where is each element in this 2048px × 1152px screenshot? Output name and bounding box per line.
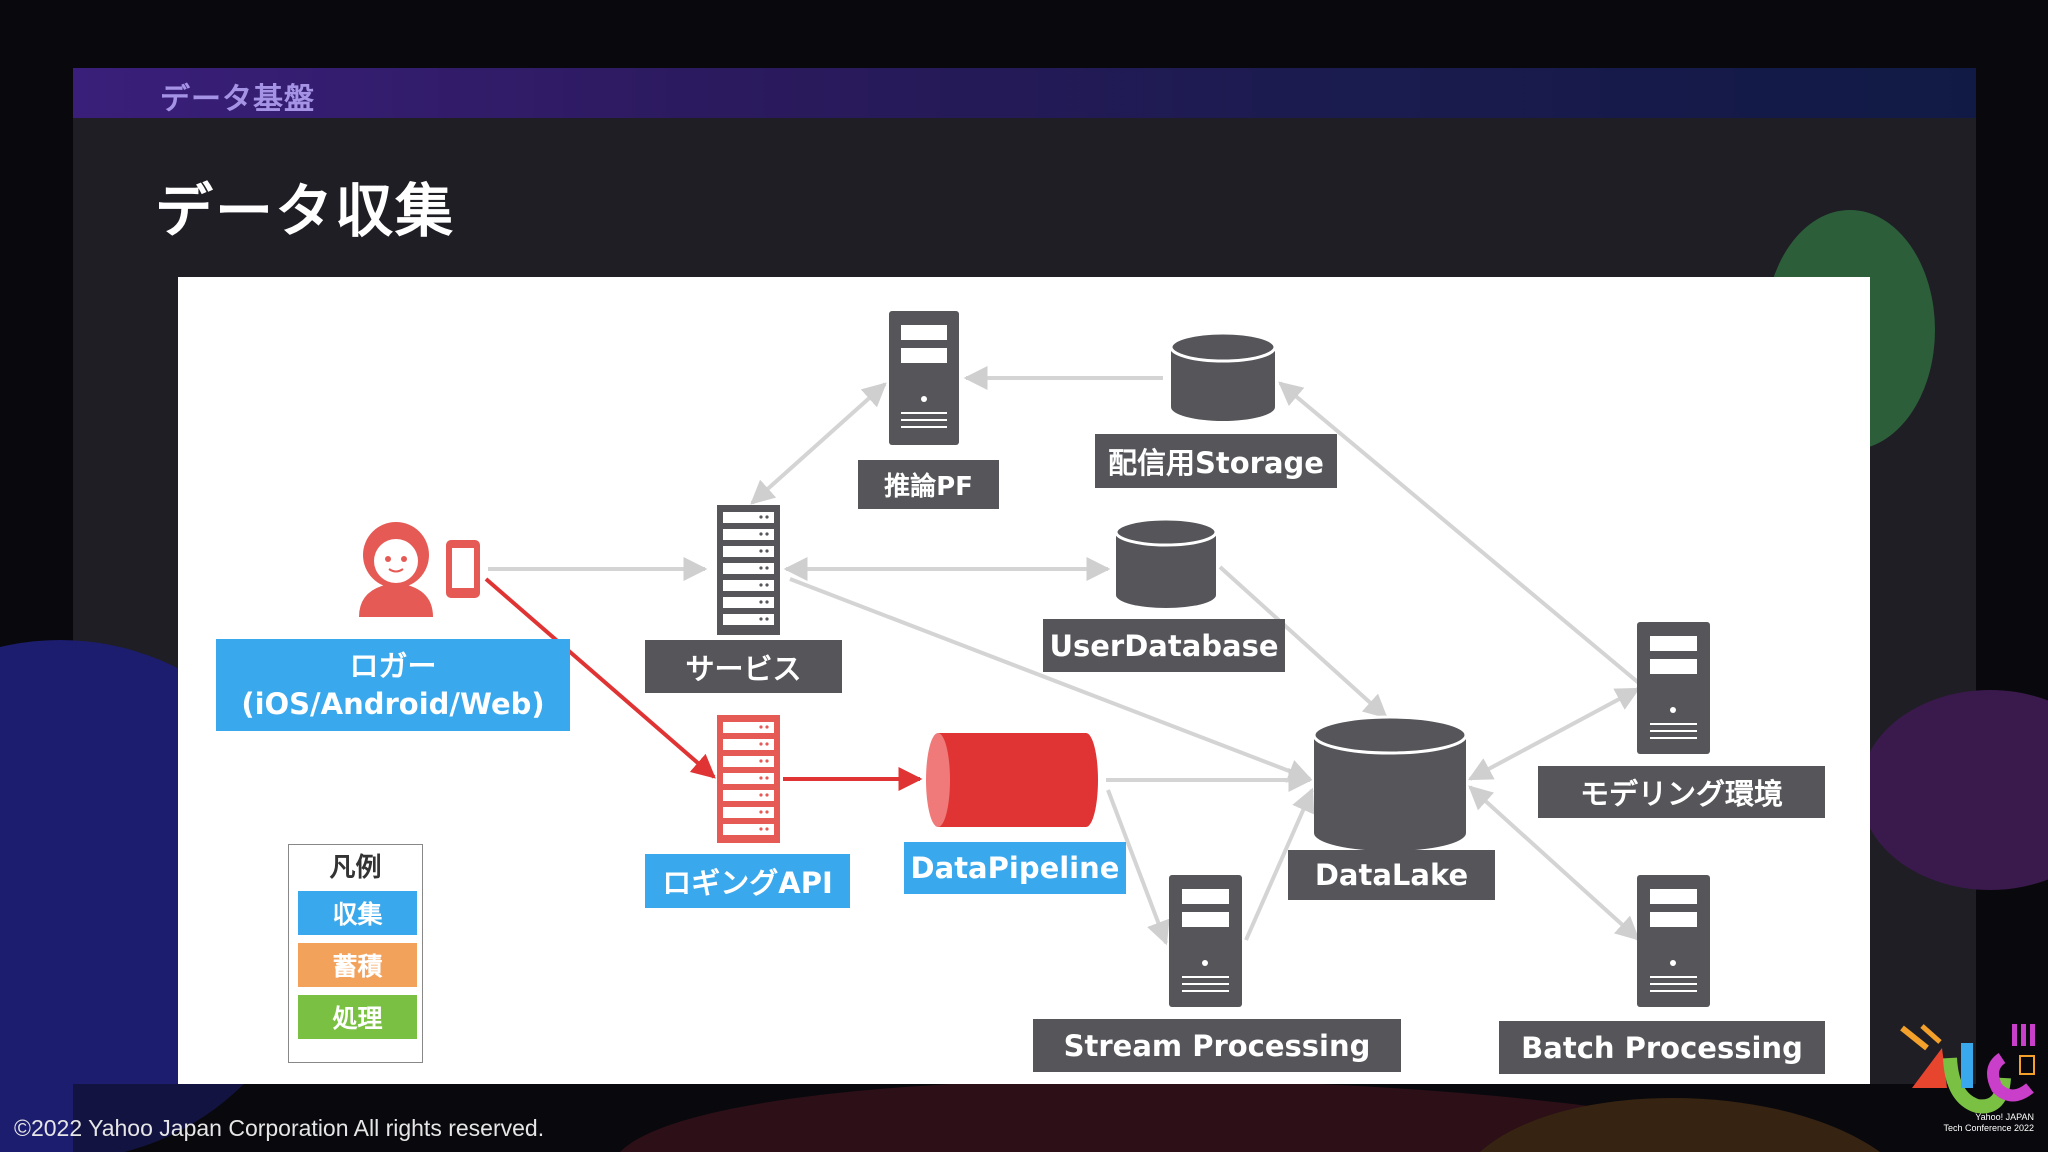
slide-title: データ収集: [155, 177, 456, 245]
tech-conference-logo-icon: [1900, 1024, 2035, 1114]
logging-api-rack-server-icon: [717, 715, 780, 843]
batch-processing-server-icon: [1637, 875, 1710, 1007]
edge-datalake-modeling: [1467, 687, 1641, 781]
data-pipeline-cylinder-icon: [926, 733, 1098, 827]
inference-pf-server-icon: [889, 311, 959, 445]
legend-item-process: 処理: [298, 995, 417, 1039]
data-lake-database-icon: [1312, 715, 1468, 851]
node-label-stream-processing: Stream Processing: [1033, 1019, 1401, 1072]
legend: 凡例 収集 蓄積 処理: [288, 844, 423, 1063]
node-label-batch-processing: Batch Processing: [1499, 1021, 1825, 1074]
edge-service-inference: [750, 382, 887, 505]
diagram-panel: 推論PF 配信用Storage ロガー (iOS/Android/Web) サー…: [178, 277, 1870, 1084]
node-label-user-database: UserDatabase: [1043, 619, 1285, 672]
node-label-service: サービス: [645, 640, 842, 693]
node-label-logger: ロガー (iOS/Android/Web): [216, 639, 570, 731]
node-label-delivery-storage: 配信用Storage: [1095, 434, 1337, 488]
conference-logo-text: Yahoo! JAPAN Tech Conference 2022: [1930, 1112, 2034, 1134]
node-label-logger-line1: ロガー: [349, 649, 437, 683]
edge-pipeline-to-stream: [1106, 789, 1170, 946]
modeling-env-server-icon: [1637, 622, 1710, 754]
legend-item-collect: 収集: [298, 891, 417, 935]
edge-logger-to-logging-api: [484, 577, 716, 779]
legend-title: 凡例: [329, 853, 382, 883]
node-label-logger-line2: (iOS/Android/Web): [241, 687, 545, 721]
edge-userdb-to-datalake: [1218, 565, 1388, 719]
edge-stream-to-datalake: [1244, 787, 1315, 941]
user-database-icon: [1114, 517, 1218, 608]
delivery-storage-database-icon: [1169, 331, 1277, 421]
section-header-band: [73, 68, 1976, 118]
legend-item-store: 蓄積: [298, 943, 417, 987]
edge-service-to-datalake: [789, 577, 1313, 783]
node-label-logging-api: ロギングAPI: [645, 854, 850, 908]
section-label: データ基盤: [160, 82, 315, 117]
node-label-data-lake: DataLake: [1288, 850, 1495, 900]
logger-person-icon: [359, 522, 433, 617]
architecture-diagram: [359, 311, 1710, 1007]
edge-modeling-to-storage: [1278, 381, 1642, 686]
conference-logo-line2: Tech Conference 2022: [1943, 1123, 2034, 1133]
conference-logo-line1: Yahoo! JAPAN: [1975, 1112, 2034, 1122]
node-label-inference-pf: 推論PF: [858, 460, 999, 509]
service-rack-server-icon: [717, 505, 780, 635]
node-label-data-pipeline: DataPipeline: [904, 842, 1126, 894]
node-label-modeling-env: モデリング環境: [1538, 766, 1825, 818]
edge-datalake-batch: [1468, 785, 1640, 941]
copyright-notice: ©2022 Yahoo Japan Corporation All rights…: [14, 1115, 545, 1141]
smartphone-icon: [446, 540, 480, 598]
stream-processing-server-icon: [1169, 875, 1242, 1007]
